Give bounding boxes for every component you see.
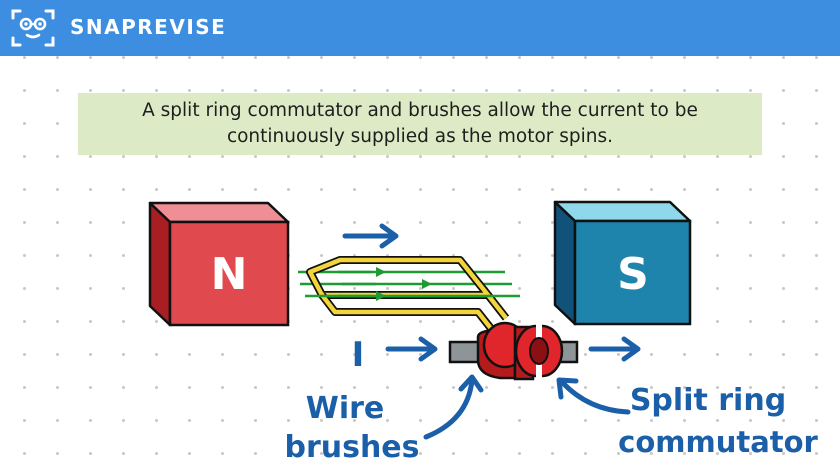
commutator-label-line1: Split ring	[630, 383, 786, 418]
split-ring-commutator	[476, 321, 564, 381]
current-label: I	[352, 335, 365, 375]
brushes-label-line2: brushes	[284, 430, 419, 465]
current-out-arrow	[588, 336, 641, 362]
commutator-pointer-arrow	[556, 377, 631, 415]
field-direction-arrow	[342, 223, 399, 249]
field-arrowheads	[376, 267, 432, 301]
south-magnet: S	[553, 200, 692, 326]
brushes-pointer-arrow	[423, 374, 484, 440]
header-bar: SNAPREVISE	[0, 0, 840, 56]
magnetic-field-lines-front	[305, 270, 520, 298]
glasses-face-logo-icon	[11, 9, 55, 47]
south-label: S	[617, 249, 649, 300]
brushes-label-line1: Wire	[306, 391, 385, 426]
current-in-arrow	[385, 336, 438, 362]
caption-text: A split ring commutator and brushes allo…	[142, 100, 698, 147]
commutator-label-line2: commutator	[618, 425, 818, 459]
north-magnet: N	[148, 201, 290, 327]
brand-name: SNAPREVISE	[70, 15, 227, 39]
north-label: N	[211, 249, 248, 300]
caption-box: A split ring commutator and brushes allo…	[78, 93, 762, 155]
